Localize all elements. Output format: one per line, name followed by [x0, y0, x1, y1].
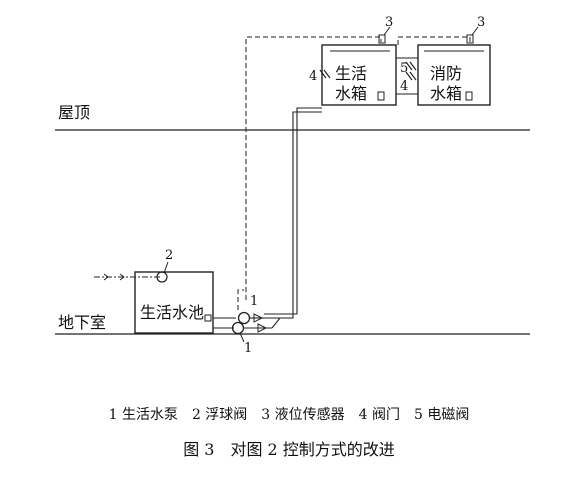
level-sensor-fire [466, 34, 474, 44]
control-signal-lines [237, 36, 471, 310]
riser-pipe [264, 107, 322, 319]
callout-pump-lower: 1 [244, 341, 252, 356]
level-sensor-domestic [378, 34, 386, 44]
fire-water-tank [417, 44, 491, 106]
roof-label: 屋顶 [58, 103, 90, 122]
domestic-tank-label-line1: 生活 [335, 64, 367, 83]
incoming-supply-pipe [94, 273, 160, 281]
figure-caption: 图 3 对图 2 控制方式的改进 [183, 440, 395, 459]
fire-tank-outlet [465, 91, 473, 101]
check-valves [253, 313, 268, 333]
water-system-diagram: 屋顶 地下室 生活 水箱 3 消防 水箱 3 4 5 [55, 15, 530, 356]
callout-float-valve: 2 [165, 248, 173, 263]
solenoid-valve-fire [405, 61, 417, 71]
legend: 1 生活水泵 2 浮球阀 3 液位传感器 4 阀门 5 电磁阀 [108, 407, 470, 423]
domestic-water-tank [321, 44, 397, 106]
callout-valve-domestic: 4 [309, 69, 317, 84]
domestic-water-pool [134, 271, 214, 334]
domestic-tank-outlet [377, 91, 385, 101]
domestic-tank-label-line2: 水箱 [335, 84, 367, 103]
callout-pump-upper: 1 [250, 294, 258, 309]
pool-label: 生活水池 [140, 303, 204, 322]
float-valve [156, 271, 168, 283]
tank-connection-pipe [396, 57, 418, 95]
basement-label: 地下室 [58, 313, 106, 332]
callout-sensor-domestic: 3 [385, 15, 393, 30]
pump-lower [231, 321, 245, 335]
valve-fire [405, 71, 417, 81]
pump-upper [237, 311, 251, 325]
suction-pipes [213, 317, 236, 329]
callout-solenoid-fire: 5 [400, 61, 408, 76]
fire-tank-label-line1: 消防 [430, 64, 462, 83]
callout-sensor-fire: 3 [477, 15, 485, 30]
valve-domestic-inlet [319, 69, 331, 79]
callout-valve-fire: 4 [400, 79, 408, 94]
fire-tank-label-line2: 水箱 [430, 84, 462, 103]
